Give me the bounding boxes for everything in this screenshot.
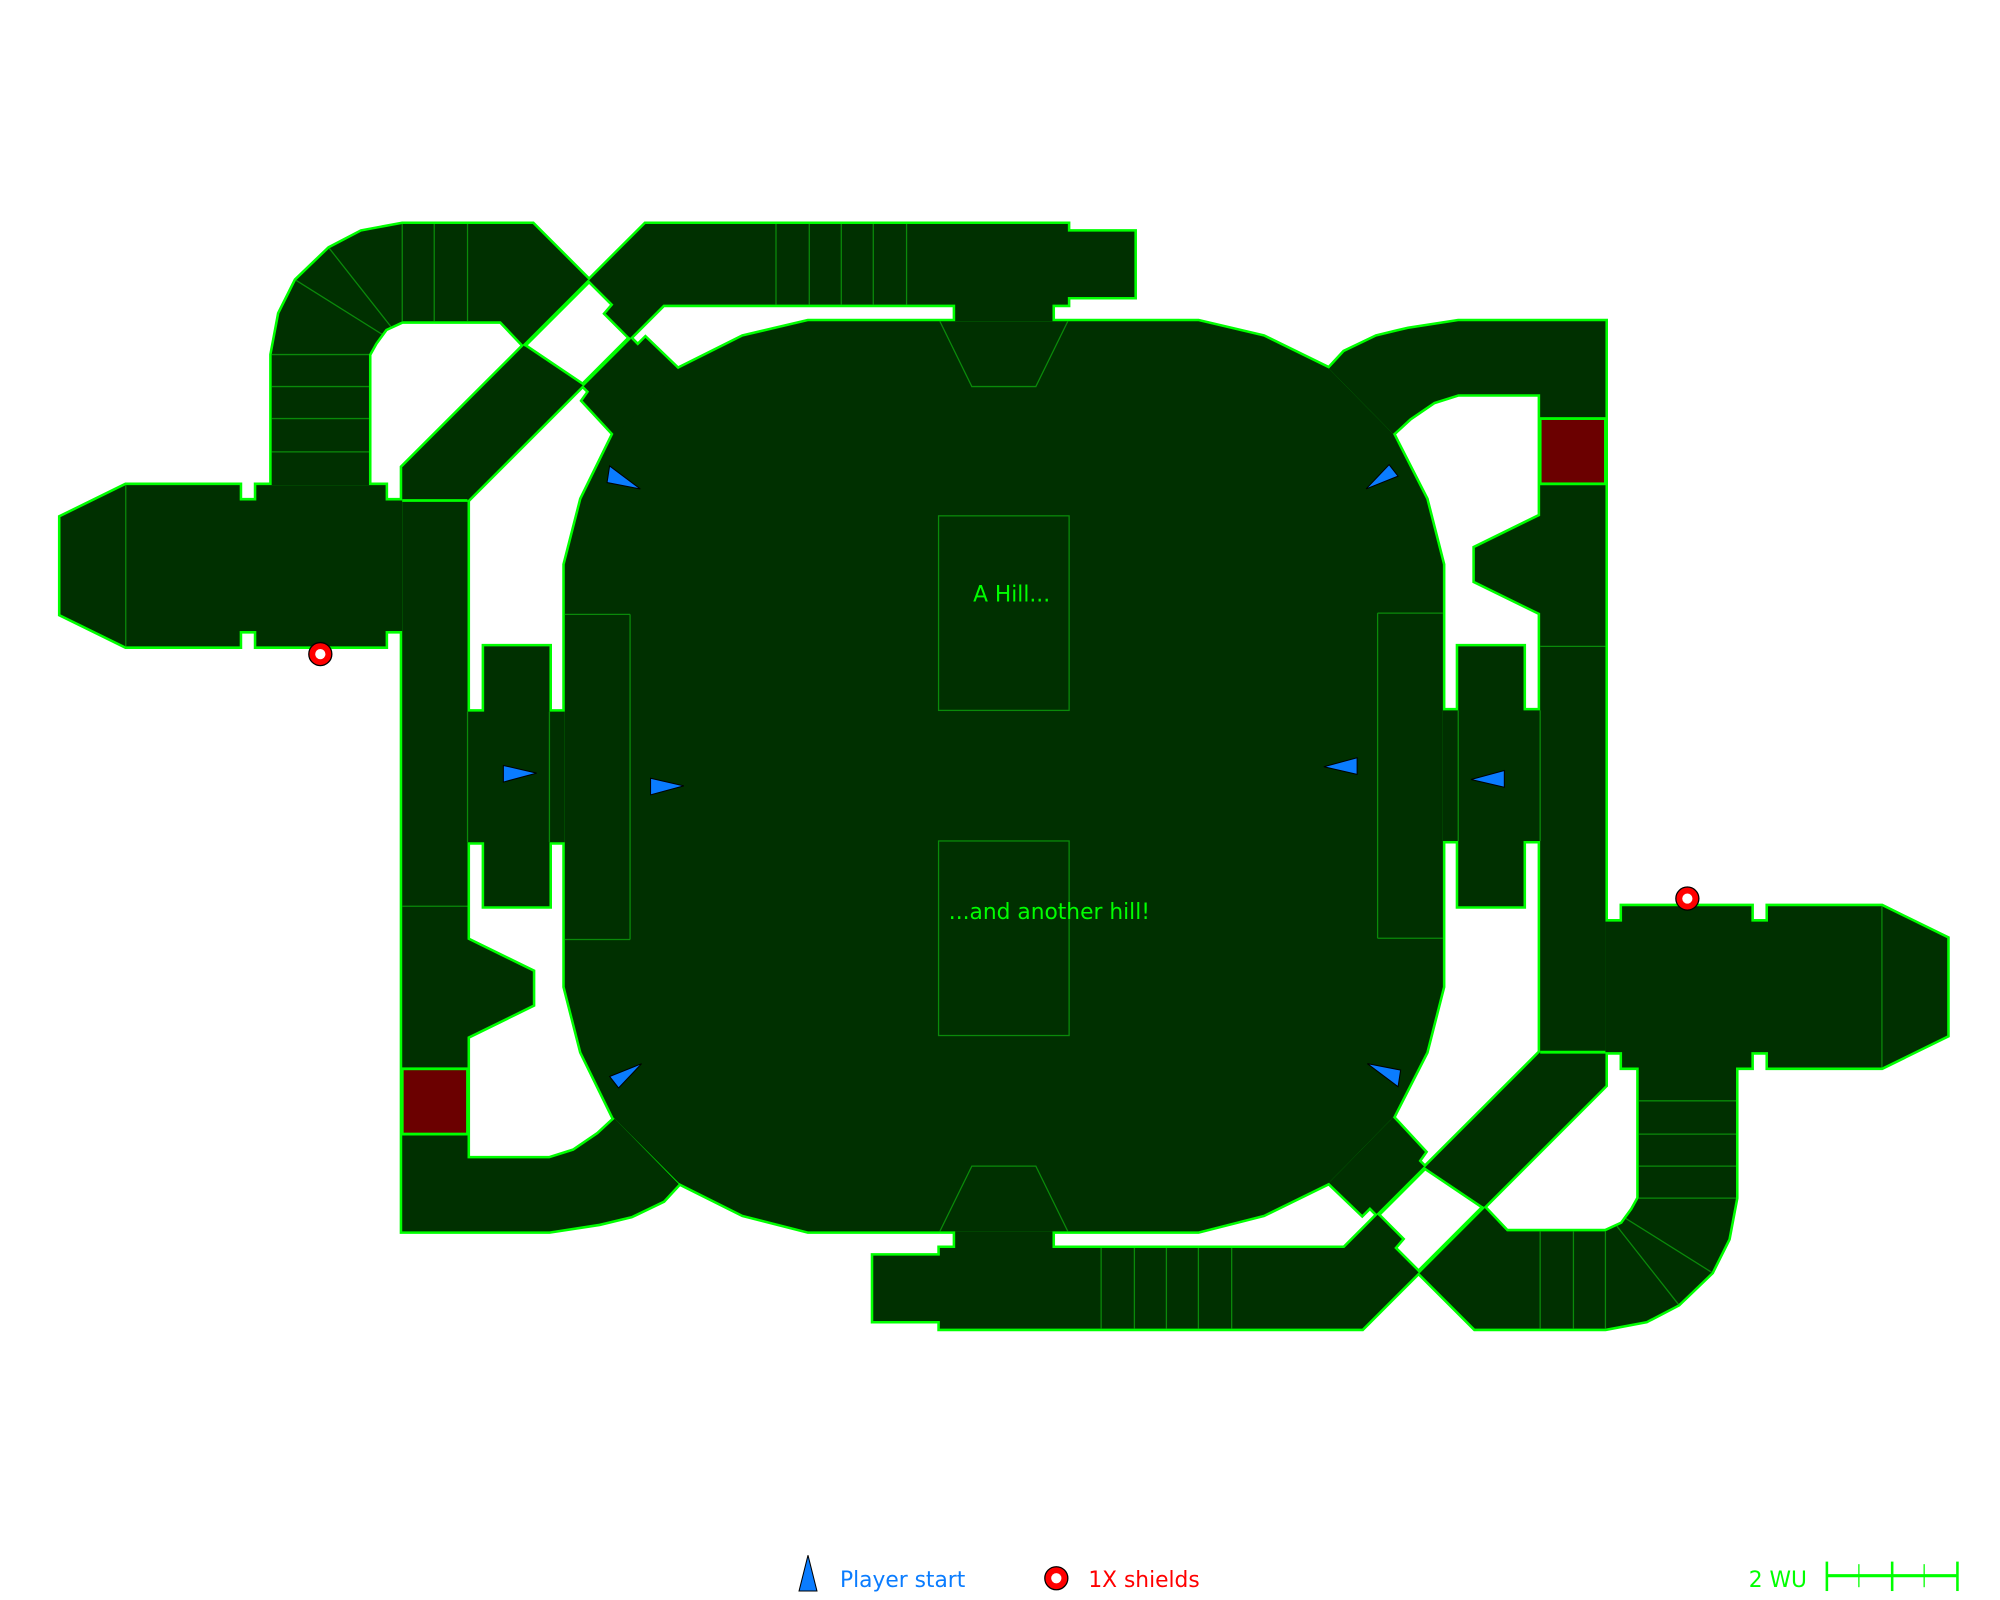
hill-zone-2 [937, 840, 1070, 1037]
player-start-marker [502, 764, 537, 783]
player-start-icon [798, 1555, 818, 1592]
hazard-zone [1538, 417, 1607, 486]
interior-details [124, 222, 1883, 1329]
legend-player-start-label: Player start [840, 1568, 965, 1593]
player-start-marker [606, 464, 641, 490]
hill-zone-1 [937, 515, 1070, 712]
shield-item [1675, 886, 1700, 911]
legend-shield-label: 1X shields [1088, 1568, 1199, 1593]
player-start-marker [608, 1063, 642, 1089]
hill-label-2: ...and another hill! [949, 900, 1150, 925]
player-start-marker [650, 777, 684, 796]
legend: Player start 1X shields 2 WU [798, 1555, 1959, 1593]
scale-bar [1825, 1561, 1959, 1592]
scale-label: 2 WU [1749, 1568, 1807, 1593]
floor [60, 224, 1948, 1329]
shield-icon [1044, 1566, 1069, 1591]
hill-label-1: A Hill... [973, 583, 1050, 608]
